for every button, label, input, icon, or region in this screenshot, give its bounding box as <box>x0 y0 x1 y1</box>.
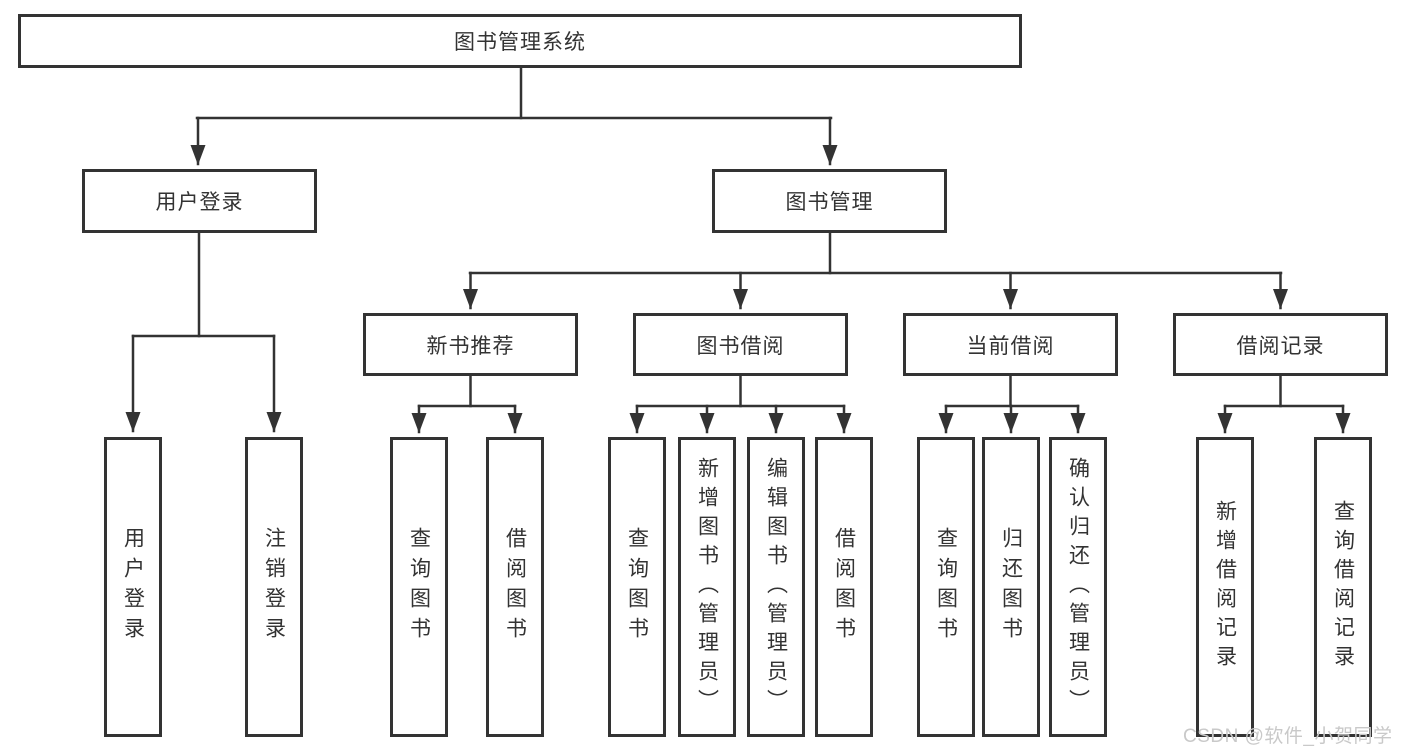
node-current-borrowing: 当前借阅 <box>903 313 1118 376</box>
leaf-bb-add-books-admin-label: 新增图书（管理员） <box>695 456 719 718</box>
leaf-user-login-label: 用户登录 <box>121 527 145 647</box>
leaf-bb-add-books-admin: 新增图书（管理员） <box>678 437 736 737</box>
leaf-bb-borrow-books-label: 借阅图书 <box>832 527 856 647</box>
leaf-nb-query-books-label: 查询图书 <box>407 527 431 647</box>
leaf-cb-confirm-return-admin-label: 确认归还（管理员） <box>1066 456 1090 718</box>
node-new-book-recommend: 新书推荐 <box>363 313 578 376</box>
node-new-book-recommend-label: 新书推荐 <box>426 334 515 358</box>
leaf-bb-query-books-label: 查询图书 <box>625 527 649 647</box>
node-user-login: 用户登录 <box>82 169 317 233</box>
leaf-br-query-record-label: 查询借阅记录 <box>1331 500 1355 674</box>
leaf-br-add-record-label: 新增借阅记录 <box>1213 500 1237 674</box>
leaf-logout: 注销登录 <box>245 437 303 737</box>
leaf-br-query-record: 查询借阅记录 <box>1314 437 1372 737</box>
leaf-logout-label: 注销登录 <box>262 527 286 647</box>
leaf-bb-edit-books-admin-label: 编辑图书（管理员） <box>764 456 788 718</box>
leaf-nb-borrow-books-label: 借阅图书 <box>503 527 527 647</box>
leaf-nb-borrow-books: 借阅图书 <box>486 437 544 737</box>
leaf-cb-confirm-return-admin: 确认归还（管理员） <box>1049 437 1107 737</box>
node-borrow-records-label: 借阅记录 <box>1236 334 1325 358</box>
leaf-br-add-record: 新增借阅记录 <box>1196 437 1254 737</box>
leaf-user-login: 用户登录 <box>104 437 162 737</box>
node-borrow-records: 借阅记录 <box>1173 313 1388 376</box>
node-root-label: 图书管理系统 <box>454 31 586 54</box>
leaf-cb-query-books-label: 查询图书 <box>934 527 958 647</box>
leaf-cb-return-books-label: 归还图书 <box>999 527 1023 647</box>
leaf-cb-query-books: 查询图书 <box>917 437 975 737</box>
leaf-bb-query-books: 查询图书 <box>608 437 666 737</box>
node-book-borrowing: 图书借阅 <box>633 313 848 376</box>
node-user-login-label: 用户登录 <box>155 191 244 214</box>
leaf-bb-borrow-books: 借阅图书 <box>815 437 873 737</box>
leaf-bb-edit-books-admin: 编辑图书（管理员） <box>747 437 805 737</box>
node-book-management-label: 图书管理 <box>785 191 874 214</box>
leaf-cb-return-books: 归还图书 <box>982 437 1040 737</box>
leaf-nb-query-books: 查询图书 <box>390 437 448 737</box>
node-root-system: 图书管理系统 <box>18 14 1022 68</box>
node-current-borrowing-label: 当前借阅 <box>966 334 1055 358</box>
node-book-management: 图书管理 <box>712 169 947 233</box>
node-book-borrowing-label: 图书借阅 <box>696 334 785 358</box>
watermark-text: CSDN @软件_小贺同学 <box>1183 726 1393 747</box>
